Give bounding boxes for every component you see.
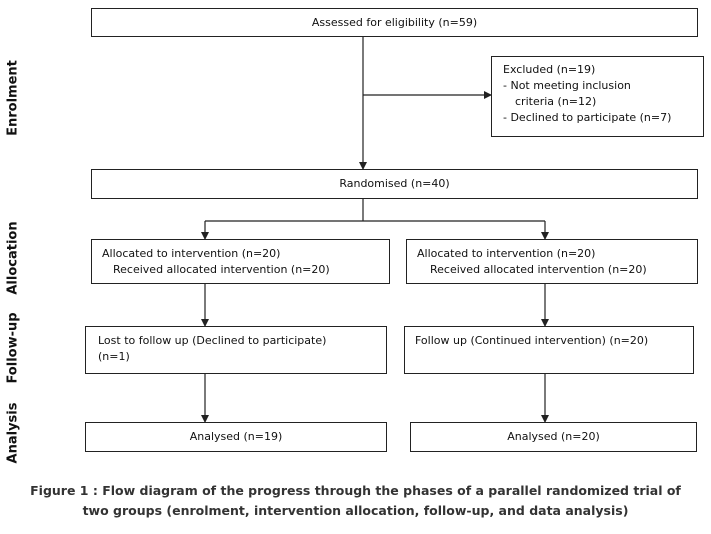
allocation-right-line1: Allocated to intervention (n=20) [417, 247, 596, 260]
followup-left-line2: (n=1) [98, 350, 130, 363]
excluded-item-1: - Not meeting inclusion [503, 79, 631, 92]
allocation-left-box: Allocated to intervention (n=20) Receive… [91, 239, 390, 284]
excluded-title: Excluded (n=19) [503, 63, 596, 76]
phase-label-followup: Follow-up [5, 312, 21, 384]
phase-label-analysis: Analysis [5, 402, 21, 464]
allocation-left-line1: Allocated to intervention (n=20) [102, 247, 281, 260]
excluded-box: Excluded (n=19) - Not meeting inclusion … [491, 56, 704, 137]
allocation-left-line2: Received allocated intervention (n=20) [113, 263, 330, 276]
analysis-right-box: Analysed (n=20) [410, 422, 697, 452]
assessed-text: Assessed for eligibility (n=59) [311, 15, 478, 29]
randomised-text: Randomised (n=40) [339, 177, 450, 190]
followup-right-box: Follow up (Continued intervention) (n=20… [404, 326, 694, 374]
caption-line1: Figure 1 : Flow diagram of the progress … [30, 483, 681, 498]
followup-right-text: Follow up (Continued intervention) (n=20… [415, 334, 649, 347]
followup-left-line1: Lost to follow up (Declined to participa… [98, 334, 327, 347]
randomised-box: Randomised (n=40) [91, 169, 698, 199]
allocation-right-line2: Received allocated intervention (n=20) [430, 263, 647, 276]
assessed-box: Assessed for eligibility (n=59) [91, 8, 698, 37]
phase-label-enrolment: Enrolment [5, 60, 21, 136]
excluded-item-2: - Declined to participate (n=7) [503, 111, 672, 124]
followup-left-box: Lost to follow up (Declined to participa… [85, 326, 387, 374]
phase-label-allocation: Allocation [5, 221, 21, 295]
excluded-item-1-cont: criteria (n=12) [515, 95, 597, 108]
allocation-right-box: Allocated to intervention (n=20) Receive… [406, 239, 698, 284]
analysis-right-text: Analysed (n=20) [507, 430, 600, 443]
analysis-left-text: Analysed (n=19) [189, 430, 283, 443]
caption-line2: two groups (enrolment, intervention allo… [82, 503, 629, 518]
figure-caption: Figure 1 : Flow diagram of the progress … [0, 481, 711, 521]
analysis-left-box: Analysed (n=19) [85, 422, 387, 452]
